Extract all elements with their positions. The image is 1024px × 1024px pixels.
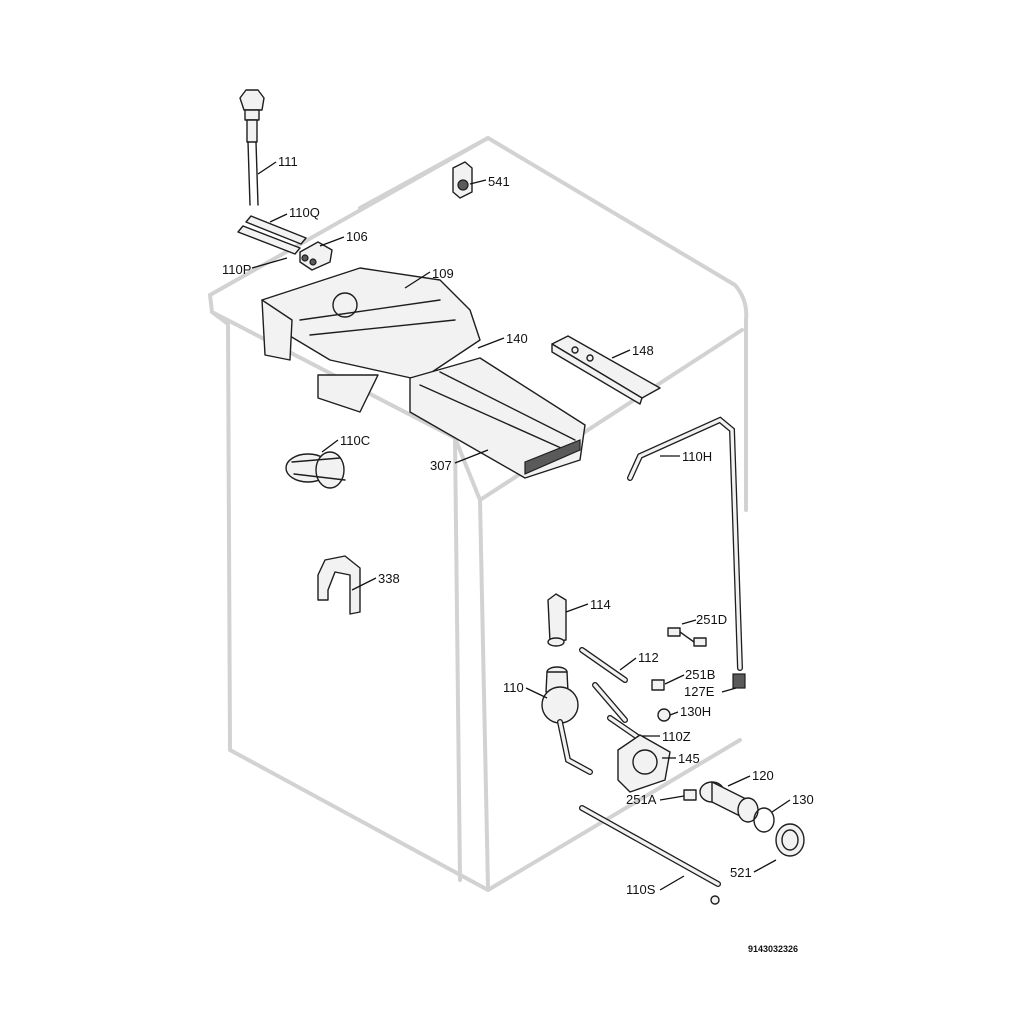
part-120-filter[interactable]: [699, 781, 759, 823]
label-251D: 251D: [696, 612, 727, 627]
part-140-drawer[interactable]: [409, 357, 586, 479]
label-130: 130: [792, 792, 814, 807]
cabinet-outline: [208, 136, 749, 892]
part-labels: 111 541 110Q 106 110P 109 140 148 110C 3…: [222, 154, 814, 954]
part-251A-clip[interactable]: [683, 789, 697, 801]
label-110Z: 110Z: [662, 729, 691, 744]
part-110S-emergency-pipe[interactable]: [579, 805, 721, 905]
part-110C-bellows[interactable]: [285, 451, 346, 489]
label-148: 148: [632, 343, 654, 358]
label-114: 114: [590, 597, 611, 612]
label-112: 112: [638, 650, 659, 665]
label-127E: 127E: [684, 684, 715, 699]
part-127E-nut[interactable]: [732, 673, 746, 689]
part-110Q-110P-pipes[interactable]: [237, 215, 307, 255]
label-251A: 251A: [626, 792, 657, 807]
part-338-u-bracket[interactable]: [317, 555, 361, 615]
label-111: 111: [278, 154, 298, 169]
part-106-valve[interactable]: [299, 241, 333, 271]
part-130-seal[interactable]: [753, 807, 775, 833]
label-338: 338: [378, 571, 400, 586]
label-110: 110: [503, 680, 524, 695]
drawing-code: 9143032326: [748, 944, 798, 954]
part-111-inlet-hose[interactable]: [239, 89, 265, 206]
label-140: 140: [506, 331, 528, 346]
part-251B-clip[interactable]: [651, 679, 665, 691]
label-110S: 110S: [626, 882, 656, 897]
part-521-filter-cap[interactable]: [775, 823, 805, 857]
label-145: 145: [678, 751, 700, 766]
part-110-drain-hose[interactable]: [541, 666, 593, 775]
part-114-sensor[interactable]: [547, 593, 567, 647]
label-541: 541: [488, 174, 510, 189]
label-307: 307: [430, 458, 452, 473]
leader-lines: [251, 161, 791, 891]
part-145-pump-housing[interactable]: [617, 734, 671, 793]
part-112-corrugated-hose[interactable]: [579, 647, 628, 723]
label-130H: 130H: [680, 704, 711, 719]
label-251B: 251B: [685, 667, 715, 682]
part-251D-connector[interactable]: [667, 627, 707, 647]
part-148-drawer-handle[interactable]: [551, 335, 661, 405]
part-109-dispenser-housing[interactable]: [261, 267, 481, 413]
label-521: 521: [730, 865, 752, 880]
label-120: 120: [752, 768, 774, 783]
label-110P: 110P: [222, 262, 251, 277]
part-110H-hose[interactable]: [627, 416, 743, 671]
label-110Q: 110Q: [289, 205, 320, 220]
label-109: 109: [432, 266, 454, 281]
part-110Z-hose[interactable]: [607, 715, 645, 743]
label-106: 106: [346, 229, 368, 244]
part-541-clip[interactable]: [452, 161, 473, 199]
label-110H: 110H: [682, 449, 712, 464]
label-110C: 110C: [340, 433, 370, 448]
part-130H-ring[interactable]: [657, 708, 671, 722]
